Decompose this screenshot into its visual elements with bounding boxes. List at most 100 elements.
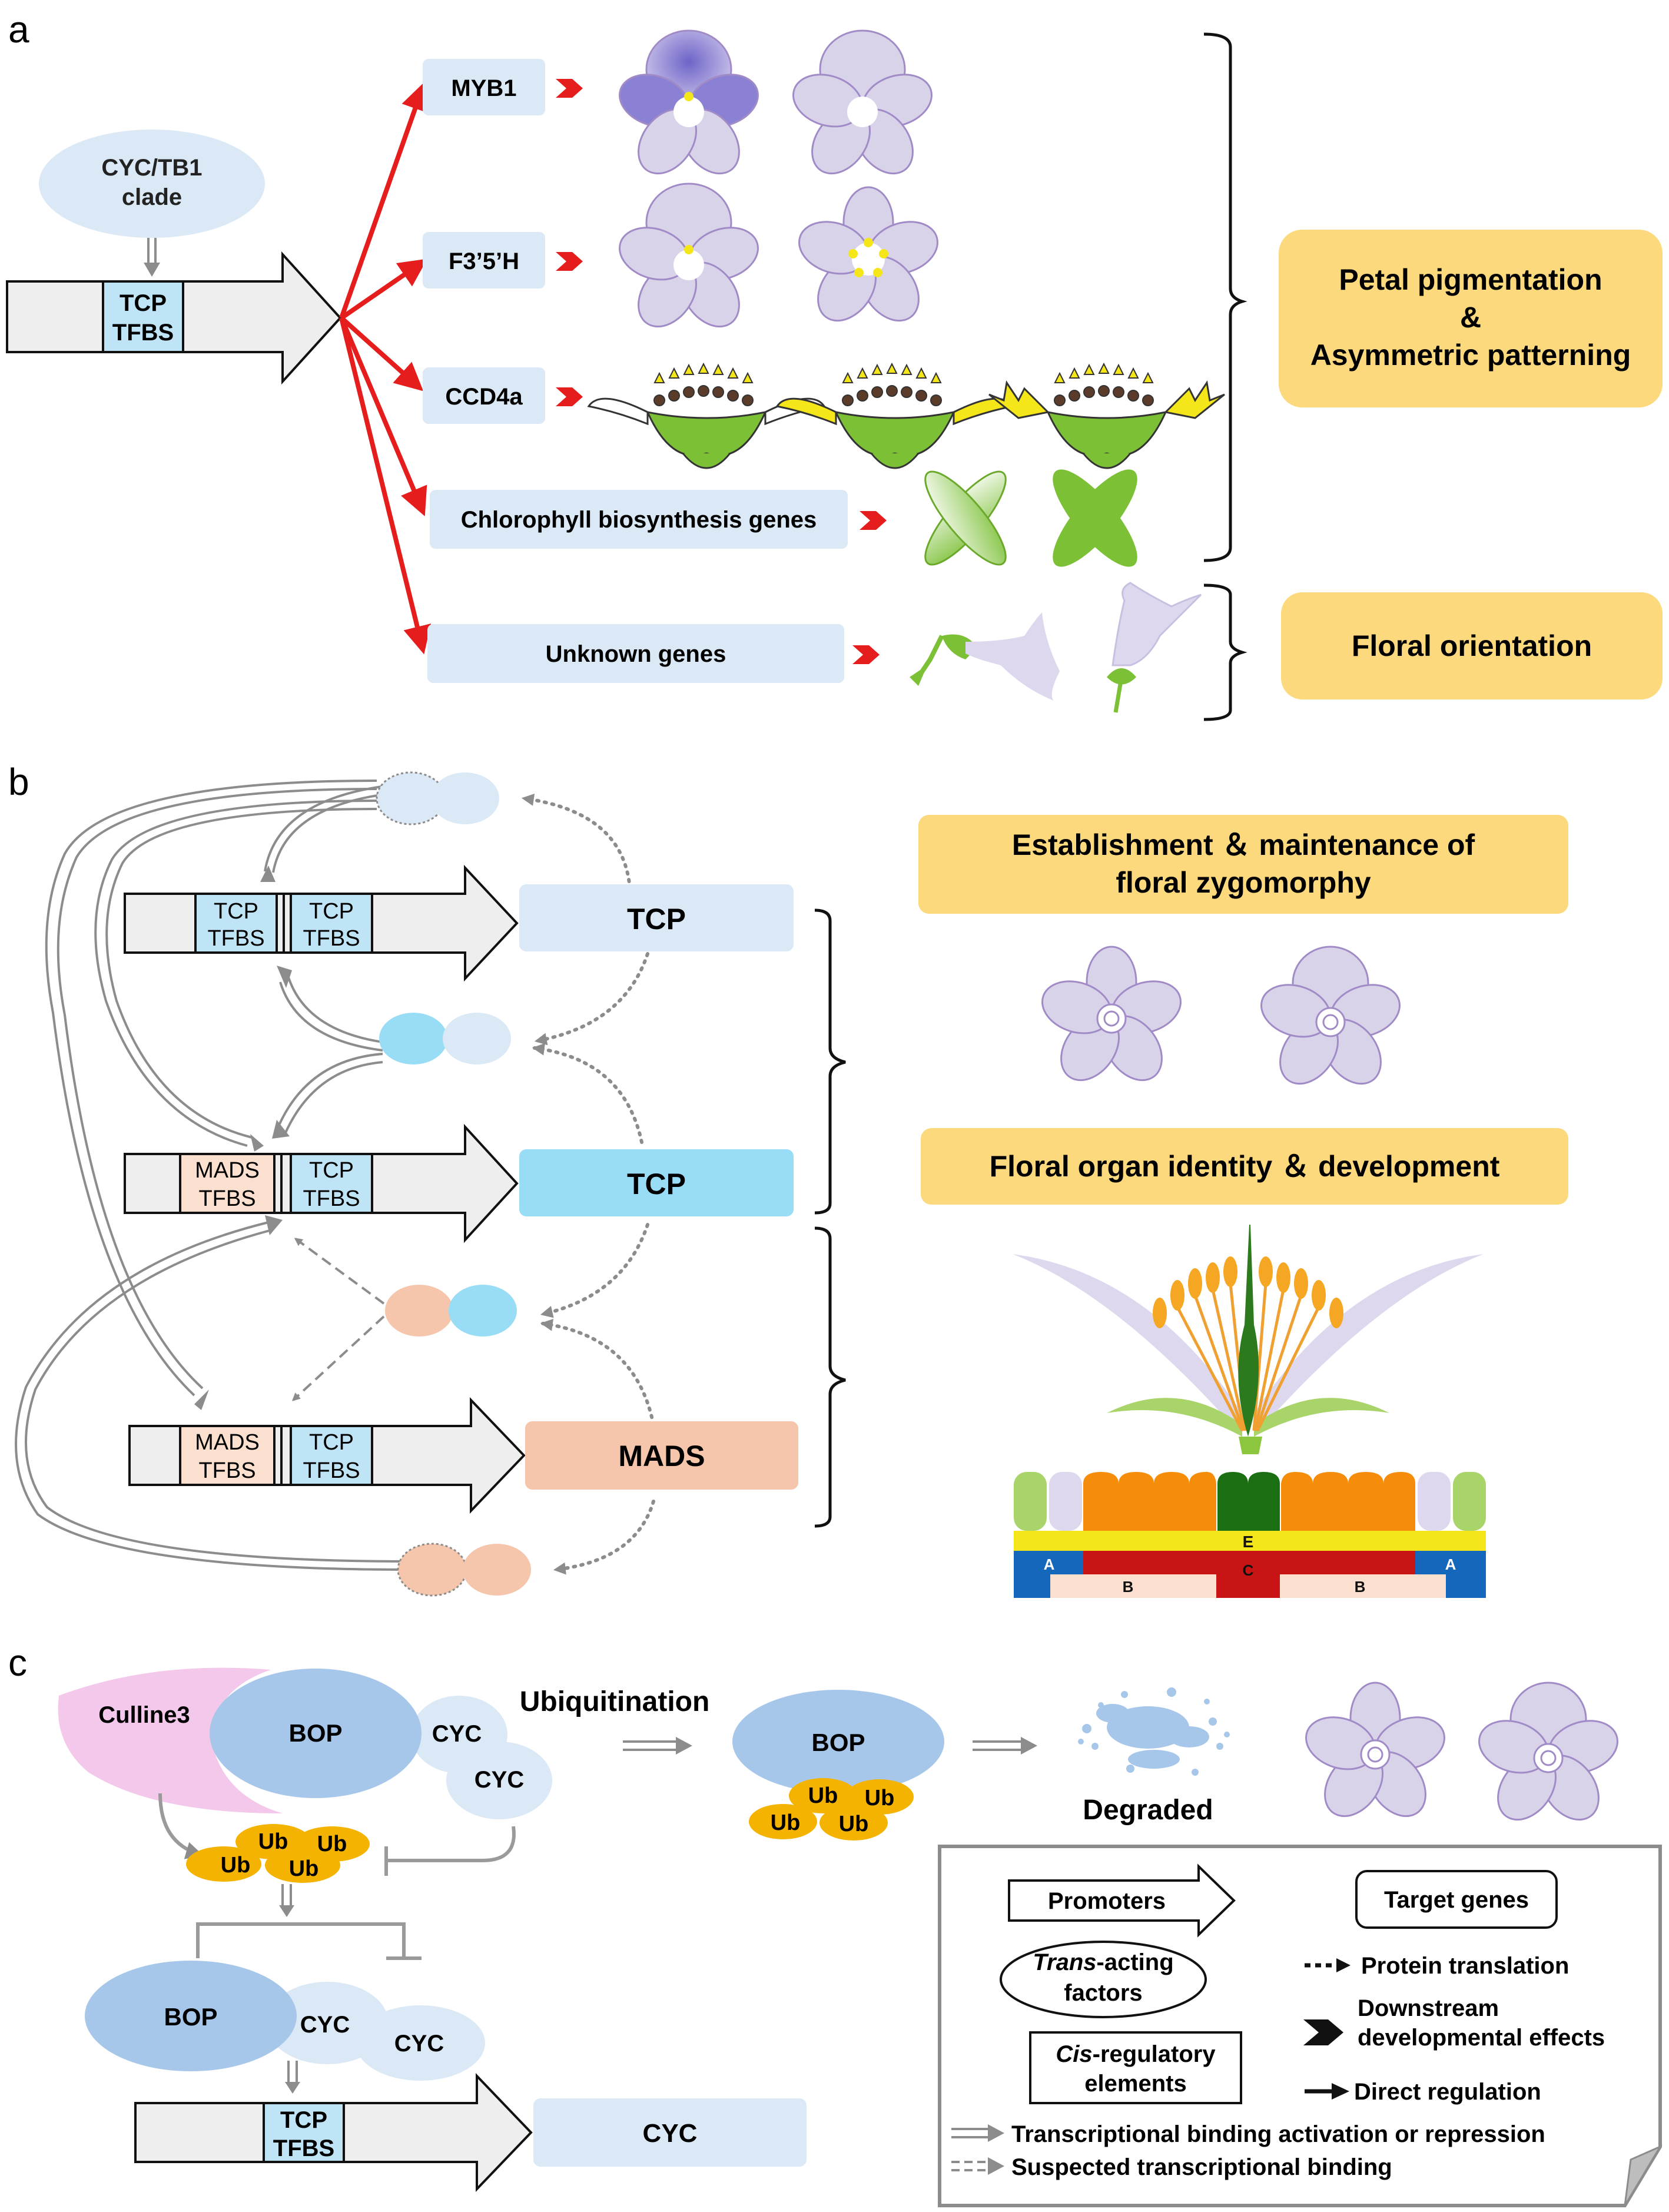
red-regulation-arrows (339, 81, 432, 655)
legend-cis-line2: elements (1084, 2071, 1186, 2097)
b1-box1-line2: TFBS (207, 926, 264, 951)
gene-b1-tcp: TCP (519, 884, 794, 951)
legend-direct-label: Direct regulation (1354, 2079, 1541, 2105)
gene-c-cyc: CYC (533, 2098, 807, 2167)
b1-box2-line1: TCP (309, 899, 354, 924)
promoter-c-tcp: TCP (280, 2107, 327, 2133)
culline3-label: Culline3 (98, 1702, 190, 1728)
ub-r2: Ub (865, 1786, 895, 1810)
dimer-2-tcp (379, 1013, 511, 1064)
flower-horizontal (910, 612, 1060, 701)
ub-l1: Ub (258, 1829, 288, 1854)
b2-box1-line2: TFBS (198, 1186, 256, 1211)
abc-label-e: E (1243, 1533, 1254, 1551)
outcome-zygomorphy: Establishment ＆ maintenance of floral zy… (918, 815, 1568, 914)
outcome-zygomorphy-line2: floral zygomorphy (1116, 866, 1371, 899)
abc-label-c: C (1243, 1561, 1254, 1579)
ub-l4: Ub (289, 1856, 319, 1881)
outcome-pigmentation-line2: & (1460, 301, 1481, 334)
legend-downstream-line2: developmental effects (1358, 2025, 1605, 2051)
binding-arrow-down-2 (285, 2061, 300, 2094)
flower-vertical (1107, 582, 1202, 713)
flower-ccd4a-white (587, 362, 826, 469)
gene-b2-tcp: TCP (519, 1149, 794, 1216)
legend-direct-regulation: Direct regulation (1305, 2079, 1541, 2105)
cyc-bottom-1: CYC (300, 2012, 350, 2038)
bracket-zygomorphy (814, 908, 846, 1215)
dimer-1-dotted (376, 771, 499, 825)
legend-protein-translation-label: Protein translation (1361, 1953, 1569, 1979)
clade-line2: clade (122, 184, 182, 210)
legend-trans-italic: Trans (1033, 1949, 1096, 1975)
bracket-organ-identity (814, 1226, 846, 1528)
legend-cis-regulatory: Cis-regulatory elements (1029, 2031, 1242, 2104)
flower-cross-section (1013, 1225, 1484, 1454)
outcome-organ-identity-label: Floral organ identity ＆ development (990, 1150, 1500, 1183)
suspected-binding-arrows (291, 1238, 385, 1401)
target-unknown-label: Unknown genes (546, 641, 726, 667)
binding-arrow-down-1 (279, 1884, 294, 1917)
flower-zygomorphic-c (1472, 1683, 1624, 1830)
b1-box2-line2: TFBS (303, 926, 360, 951)
ub-l2: Ub (317, 1832, 347, 1856)
legend-suspected: Suspected transcriptional binding (951, 2154, 1392, 2180)
flower-f35h-b (791, 186, 945, 333)
dimer-3-mads-tcp (385, 1285, 517, 1337)
inhibition-complex-bar (196, 1922, 422, 1960)
legend-downstream: Downstream developmental effects (1303, 1995, 1605, 2051)
promoter-b2: MADS TFBS TCP TFBS (124, 1123, 519, 1243)
cyc-bottom-2: CYC (394, 2031, 444, 2057)
legend-promoters-label: Promoters (1048, 1888, 1166, 1914)
bop-bottom: BOP (85, 1961, 297, 2071)
gene-b1-label: TCP (627, 903, 686, 936)
feedback-double-lines (15, 780, 410, 1571)
flower-myb1-pigmented (619, 29, 759, 185)
flower-f35h-a (612, 183, 766, 339)
cyc-top-1: CYC (432, 1721, 482, 1747)
legend-target-genes-label: Target genes (1384, 1887, 1529, 1913)
legend-binding: Transcriptional binding activation or re… (951, 2121, 1545, 2147)
promoter-a: TCP TFBS (6, 251, 342, 385)
legend-binding-label: Transcriptional binding activation or re… (1011, 2121, 1545, 2147)
ubiquitination-label: Ubiquitination (520, 1686, 710, 1717)
target-f35h-label: F3’5’H (449, 248, 519, 274)
flower-ccd4a-yellow (775, 362, 1014, 469)
ub-r4: Ub (839, 1812, 869, 1836)
downstream-chevrons-a (556, 79, 887, 664)
b3-box1-line1: MADS (195, 1430, 260, 1455)
ub-cluster-left: Ub Ub Ub Ub (186, 1824, 370, 1883)
legend-target-genes: Target genes (1355, 1870, 1558, 1929)
panel-a-label: a (8, 8, 29, 51)
ub-r3: Ub (771, 1810, 801, 1835)
b2-box2-line1: TCP (309, 1158, 354, 1183)
outcome-orientation: Floral orientation (1281, 592, 1663, 699)
b1-box1-line1: TCP (214, 899, 258, 924)
b3-box2-line1: TCP (309, 1430, 354, 1455)
bop-top: BOP (210, 1669, 422, 1798)
translation-dotted-arrows (521, 793, 655, 1575)
b2-box2-line2: TFBS (303, 1186, 360, 1211)
degradation-arrow (973, 1737, 1037, 1755)
legend-box (938, 1845, 1663, 2207)
legend-trans-acting: Trans-acting factors (1000, 1941, 1207, 2018)
legend-trans-rest: -acting (1097, 1949, 1174, 1975)
gene-b3-mads: MADS (525, 1421, 798, 1490)
promoter-c: TCP TFBS (134, 2073, 533, 2192)
abc-label-b-left: B (1123, 1578, 1134, 1596)
clade-ellipse: CYC/TB1 clade (39, 130, 265, 238)
target-chlorophyll-label: Chlorophyll biosynthesis genes (461, 507, 817, 533)
bop-top-label: BOP (288, 1719, 342, 1747)
promoter-b1: TCP TFBS TCP TFBS (124, 864, 519, 982)
promoter-c-tfbs: TFBS (273, 2135, 334, 2161)
outcome-pigmentation-line1: Petal pigmentation (1339, 263, 1602, 296)
ubiquitination-flow-arrows (158, 1793, 516, 1876)
abc-label-b-right: B (1355, 1578, 1366, 1596)
cyc-pair-top: CYC CYC (411, 1696, 552, 1819)
outcome-pigmentation-line3: Asymmetric patterning (1310, 339, 1631, 372)
legend-cis-italic: Cis (1056, 2041, 1092, 2067)
b3-box1-line2: TFBS (198, 1458, 256, 1483)
degraded-label: Degraded (1083, 1795, 1213, 1826)
target-ccd4a-label: CCD4a (445, 384, 523, 410)
outcome-organ-identity: Floral organ identity ＆ development (921, 1128, 1568, 1205)
